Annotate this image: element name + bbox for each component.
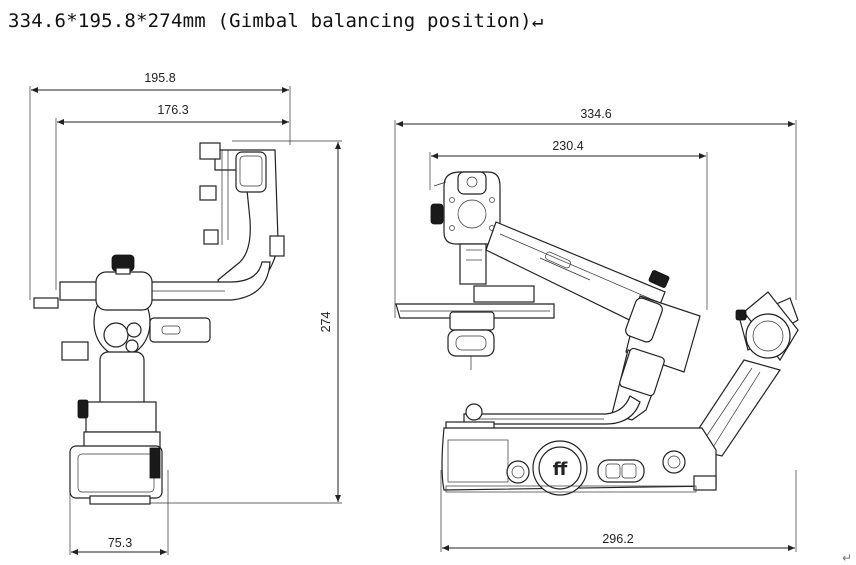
brand-logo: ff [553, 459, 568, 480]
dimension-overall-width: 334.6 [394, 107, 797, 318]
front-view: 334.6 230.4 296.2 [394, 107, 799, 552]
dim-label-230-4: 230.4 [552, 139, 583, 153]
dim-label-334-6: 334.6 [580, 107, 611, 121]
dim-label-176-3: 176.3 [157, 103, 188, 117]
gimbal-side-drawing [33, 142, 285, 505]
dimension-arm-width: 230.4 [429, 139, 708, 310]
page-title: 334.6*195.8*274mm (Gimbal balancing posi… [8, 10, 544, 32]
dim-label-195-8: 195.8 [144, 71, 175, 85]
side-view: 195.8 176.3 274 75.3 [29, 71, 342, 555]
dim-label-274: 274 [319, 312, 333, 333]
dimension-base-width: 296.2 [440, 470, 797, 552]
dimension-height: 274 [140, 140, 342, 504]
gimbal-front-drawing: ff [395, 171, 799, 496]
dimension-inner-width: 176.3 [55, 103, 289, 290]
dim-label-296-2: 296.2 [602, 532, 633, 546]
dim-label-75-3: 75.3 [108, 536, 132, 550]
paragraph-mark: ↵ [842, 551, 853, 565]
dimension-overall-width: 195.8 [29, 71, 291, 300]
